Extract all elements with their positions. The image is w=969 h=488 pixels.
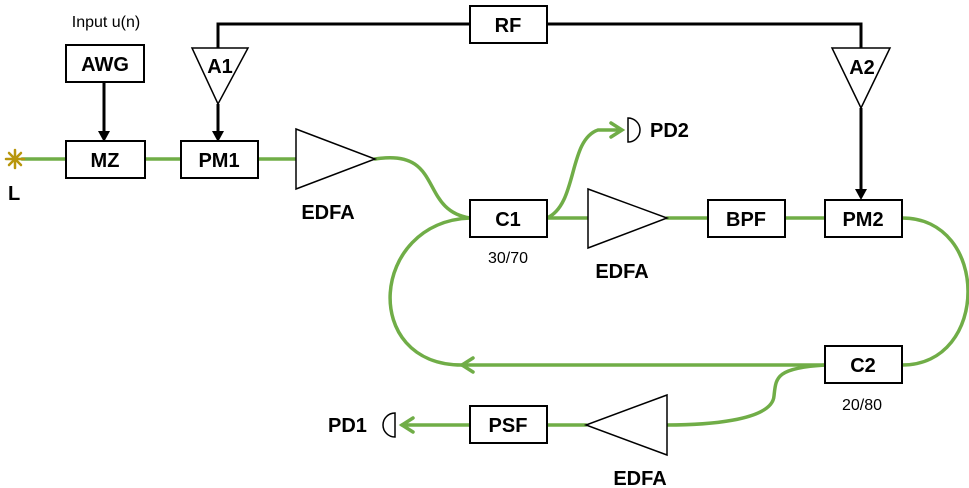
fiber-loop-to-c1 [388, 216, 472, 367]
pm1-box [180, 140, 259, 179]
fiber-pm2-c2-loop [900, 216, 969, 367]
fiber-edfa-c1 [373, 155, 472, 220]
edfa1-amplifier-icon [295, 127, 378, 191]
pm2-box [824, 199, 903, 238]
c2-ratio: 20/80 [842, 397, 882, 414]
input-label: Input u(n) [72, 14, 140, 31]
awg-to-mz-arrowhead [98, 131, 110, 142]
pd2-photodiode-icon [627, 117, 641, 143]
mz-box [65, 140, 146, 179]
pm1-label: PM1 [198, 150, 239, 172]
psf-label: PSF [489, 415, 528, 437]
laser-label: L [8, 183, 20, 205]
bpf-label: BPF [726, 209, 766, 231]
c2-label: C2 [850, 355, 876, 377]
c1-label: C1 [495, 209, 521, 231]
edfa1-label: EDFA [301, 202, 354, 224]
mz-label: MZ [91, 150, 120, 172]
fiber-c2-edfa [665, 363, 827, 427]
c1-box [469, 199, 548, 238]
pm2-label: PM2 [842, 209, 883, 231]
pd1-arrowhead [398, 416, 415, 434]
awg-label: AWG [81, 54, 129, 76]
pd2-arrowhead [609, 121, 626, 139]
c1-ratio: 30/70 [488, 250, 528, 267]
a2-to-pm2-arrowhead [855, 189, 867, 200]
c2-box [824, 345, 903, 384]
laser-icon [4, 148, 26, 170]
a2-amplifier-icon [830, 47, 892, 110]
fiber-c1-pd2 [545, 128, 622, 220]
edfa2-amplifier-icon [587, 187, 670, 250]
bpf-box [707, 199, 786, 238]
edfa2-label: EDFA [595, 261, 648, 283]
pd2-label: PD2 [650, 120, 689, 142]
edfa3-amplifier-icon [583, 393, 668, 457]
psf-box [469, 405, 548, 444]
a1-label: A1 [207, 56, 233, 78]
a1-to-pm1-arrowhead [212, 131, 224, 142]
a1-amplifier-icon [190, 47, 250, 106]
pd1-label: PD1 [328, 415, 367, 437]
rf-label: RF [495, 15, 522, 37]
a1-to-rf-line [216, 22, 470, 48]
pd1-photodiode-icon [382, 412, 396, 438]
rf-to-a2-line [547, 22, 863, 48]
rf-box [469, 5, 548, 44]
edfa3-label: EDFA [613, 468, 666, 488]
a2-label: A2 [849, 57, 875, 79]
awg-box [65, 44, 145, 83]
